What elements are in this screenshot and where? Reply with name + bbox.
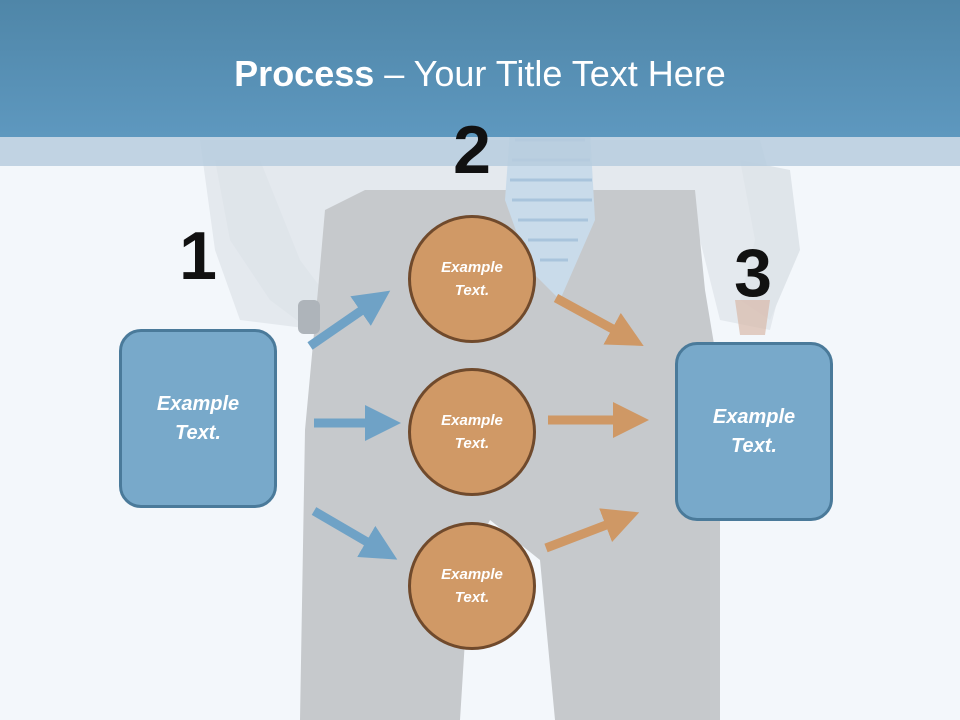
step-1-box-label: Example Text.	[156, 392, 240, 444]
slide-title: Process – Your Title Text Here	[0, 52, 960, 96]
circle-middle-label: Example Text.	[441, 412, 503, 452]
arrow-1-to-top	[307, 290, 391, 350]
circle-bottom-label: Example Text.	[441, 566, 503, 606]
title-rest: – Your Title Text Here	[374, 53, 726, 94]
step-3-box: Example Text.	[675, 342, 833, 521]
title-band	[0, 137, 960, 166]
step-1-box: Example Text.	[119, 329, 277, 508]
arrow-bottom-to-3	[544, 508, 640, 553]
step-number-1: 1	[179, 218, 217, 294]
step-2-circle-middle: Example Text.	[408, 368, 536, 496]
step-number-2: 2	[453, 112, 491, 188]
step-3-box-label: Example Text.	[712, 405, 796, 457]
step-2-circle-top: Example Text.	[408, 215, 536, 343]
step-2-circle-bottom: Example Text.	[408, 522, 536, 650]
circle-top-label: Example Text.	[441, 259, 503, 299]
title-bold: Process	[234, 53, 375, 94]
arrow-top-to-3	[553, 294, 644, 346]
title-bar	[0, 0, 960, 137]
step-number-3: 3	[734, 235, 772, 311]
arrow-1-to-bottom	[311, 507, 398, 560]
